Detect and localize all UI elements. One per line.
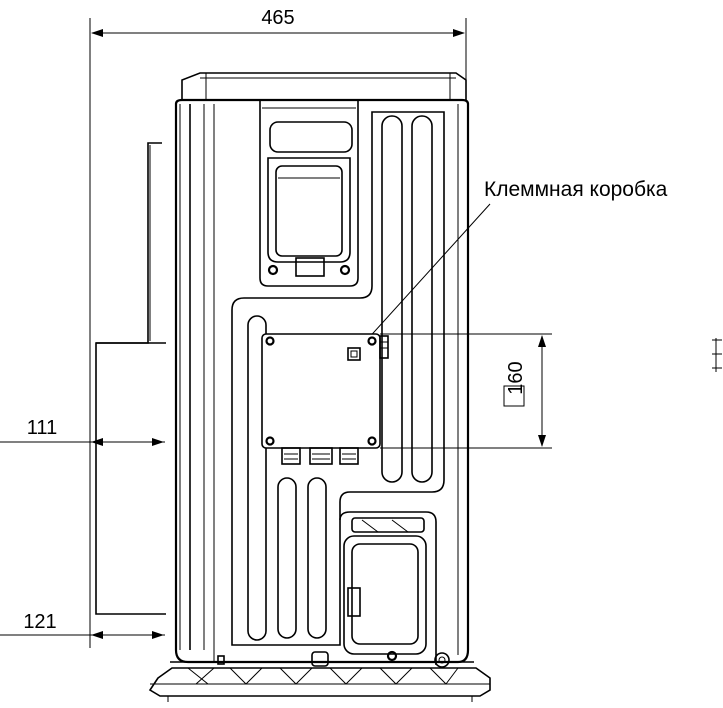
lower-depth-label: 121	[23, 611, 56, 633]
lower-compartment	[339, 511, 450, 668]
square-symbol	[503, 385, 525, 407]
outdoor-unit-body	[170, 72, 474, 664]
box-size-dimension: 160	[380, 333, 552, 449]
lower-depth-dimension: 121	[0, 611, 165, 639]
right-edge-fragment	[712, 338, 722, 372]
upper-depth-dimension: 111	[0, 417, 165, 446]
box-size-label: 160	[505, 361, 527, 394]
side-grille	[95, 142, 166, 615]
width-dimension: 465	[89, 7, 467, 648]
base-feet	[148, 667, 491, 702]
terminal-box-label: Клеммная коробка	[484, 178, 668, 201]
coil-channel	[231, 111, 445, 646]
upper-compartment	[259, 100, 359, 287]
upper-depth-label: 111	[27, 417, 57, 439]
drain-outlet	[217, 651, 329, 667]
width-dimension-label: 465	[261, 7, 294, 29]
terminal-screw-icon	[347, 347, 361, 361]
terminal-box	[261, 333, 389, 465]
